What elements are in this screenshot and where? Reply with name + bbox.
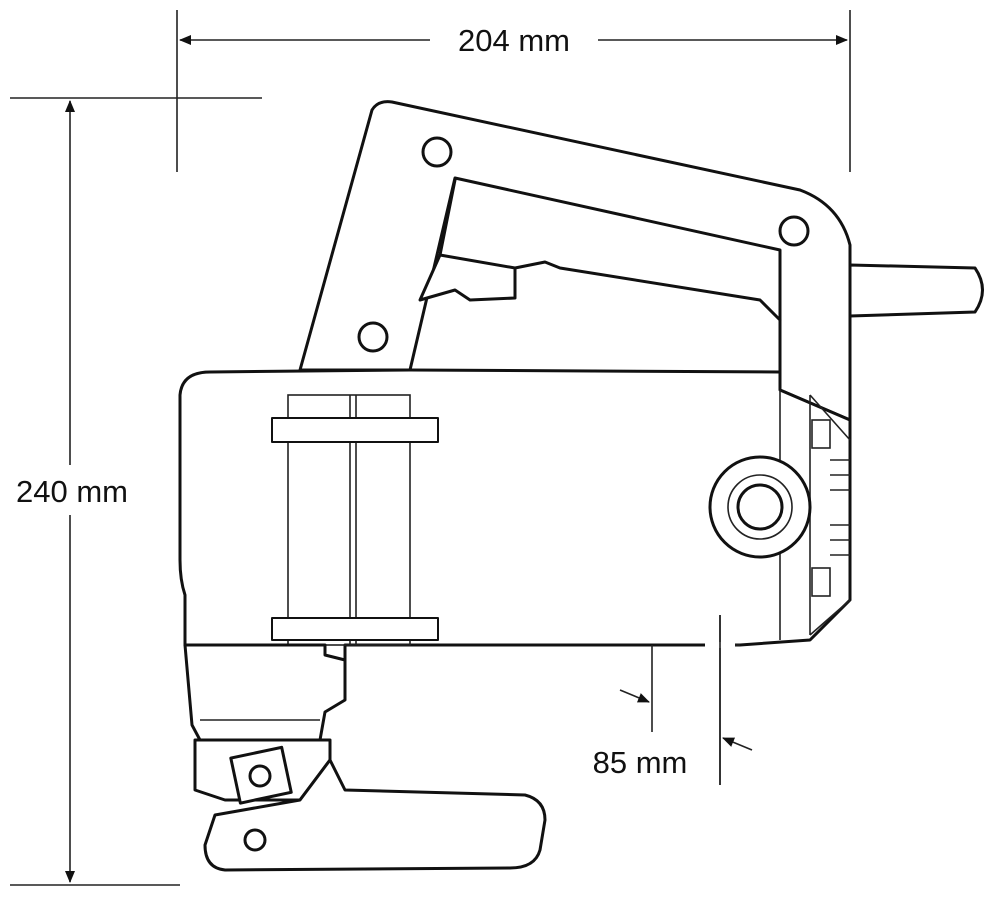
depth-label: 85 mm bbox=[593, 745, 688, 780]
trigger bbox=[418, 253, 517, 302]
screw-icon bbox=[421, 136, 453, 168]
height-label: 240 mm bbox=[16, 474, 128, 509]
gear-plate bbox=[271, 394, 439, 646]
brush-cap bbox=[708, 455, 812, 559]
cutter-head bbox=[183, 643, 347, 742]
width-dimension: 204 mm bbox=[176, 10, 851, 172]
depth-dimension: 85 mm bbox=[593, 615, 753, 785]
height-dimension: 240 mm bbox=[10, 97, 262, 886]
screw-icon bbox=[778, 215, 810, 247]
shear-foot bbox=[203, 758, 547, 872]
power-cord bbox=[848, 263, 984, 318]
screw-icon bbox=[357, 321, 389, 353]
width-label: 204 mm bbox=[458, 23, 570, 58]
